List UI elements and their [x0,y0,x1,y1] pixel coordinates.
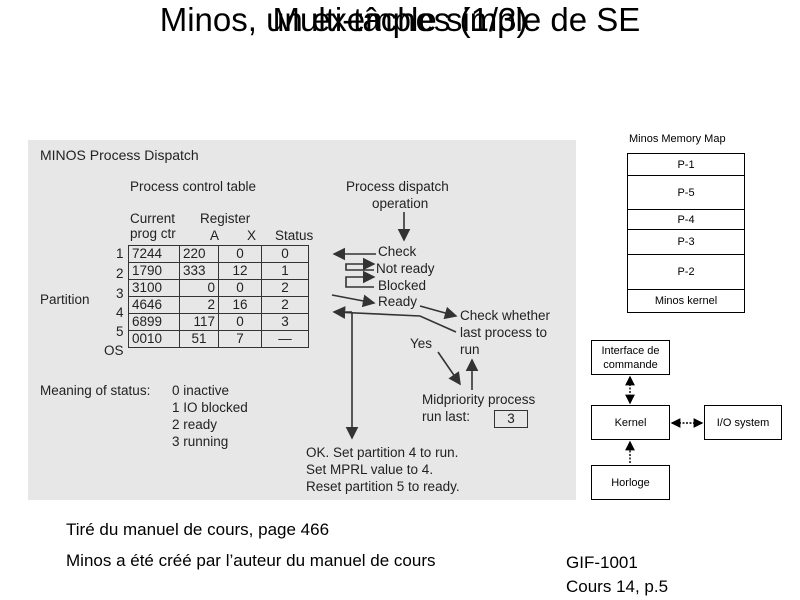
midpriority-text: run last: [422,409,471,424]
table-cell: 3100 [128,279,180,297]
interface-label: Interface de [601,344,660,357]
io-system-box: I/O system [704,405,782,440]
table-cell: 1790 [128,262,180,280]
source-note: Tiré du manuel de cours, page 466 [66,520,330,539]
dispatch-title: operation [372,196,429,211]
row-label: 1 [116,246,124,261]
author-note: Minos a été créé par l’auteur du manuel … [66,551,436,570]
table-row: 3100 0 0 2 [128,279,309,297]
slide-title-line1: Minos, un exemple simple de SE [159,1,641,38]
op-label: Not ready [376,261,435,276]
kernel-box: Kernel [591,405,670,440]
midpriority-value-box: 3 [494,410,528,428]
ok-text: OK. Set partition 4 to run. [306,445,459,460]
table-cell: 220 [179,245,219,263]
col-status: Status [275,228,314,243]
col-x: X [247,228,257,243]
table-row: 0010 51 7 — [128,330,309,348]
table-cell: 0010 [128,330,180,348]
check-whether-text: Check whether [460,308,551,323]
arrow-line [419,305,458,320]
table-cell: — [261,330,309,348]
status-meaning: 1 IO blocked [172,400,248,415]
col-current: Current [130,211,176,226]
course-code: GIF-1001 [566,553,638,572]
memory-map-title: Minos Memory Map [629,133,726,145]
status-meaning: 3 running [172,434,229,449]
check-whether-text: last process to [460,325,548,340]
slide-title-line2: Multi-tâches (1/3) [272,1,528,38]
col-prog-ctr: prog ctr [130,226,176,241]
minos-process-dispatch-figure: MINOS Process Dispatch Process control t… [28,140,576,500]
meaning-label: Meaning of status: [40,383,151,398]
memory-block-p3: P-3 [627,229,745,255]
dispatch-arrows [331,212,479,440]
yes-label: Yes [410,336,433,351]
memory-block-p1: P-1 [627,153,745,176]
arrow-line [331,294,376,308]
dispatch-title: Process dispatch [346,179,449,194]
table-cell: 51 [179,330,219,348]
midpriority-text: Midpriority process [422,392,536,407]
interface-box: Interface de commande [591,340,670,375]
table-cell: 16 [218,296,262,314]
partition-label: Partition [40,292,90,307]
check-whether-text: run [460,342,480,357]
col-register: Register [200,211,251,226]
table-cell: 4646 [128,296,180,314]
interface-label: commande [603,358,658,371]
status-meaning: 0 inactive [172,383,230,398]
horloge-box: Horloge [591,465,670,500]
op-label: Blocked [378,278,427,293]
row-label: 5 [116,324,124,339]
memory-block-p5: P-5 [627,175,745,210]
table-row: 4646 2 16 2 [128,296,309,314]
op-label: Ready [378,294,418,309]
arrow-line [332,306,457,333]
table-cell: 333 [179,262,219,280]
memory-block-p2: P-2 [627,254,745,290]
pct-title: Process control table [130,179,257,194]
table-cell: 7244 [128,245,180,263]
memory-block-p4: P-4 [627,209,745,230]
ok-text: Reset partition 5 to ready. [306,479,460,494]
arrow-line [345,270,376,288]
page-number: Cours 14, p.5 [566,577,669,596]
row-label: OS [104,343,124,358]
arrow-line [345,257,376,271]
col-a: A [210,228,220,243]
figure-heading: MINOS Process Dispatch [40,147,199,163]
ok-text: Set MPRL value to 4. [306,462,434,477]
op-label: Check [378,244,417,259]
row-label: 4 [116,305,124,320]
status-meaning: 2 ready [172,417,218,432]
process-control-table: 7244 220 0 0 1790 333 12 1 3100 0 0 2 46… [128,245,309,348]
memory-block-kernel: Minos kernel [627,289,745,313]
row-label: 2 [116,266,124,281]
arrow-line [437,351,461,386]
row-label: 3 [116,286,124,301]
